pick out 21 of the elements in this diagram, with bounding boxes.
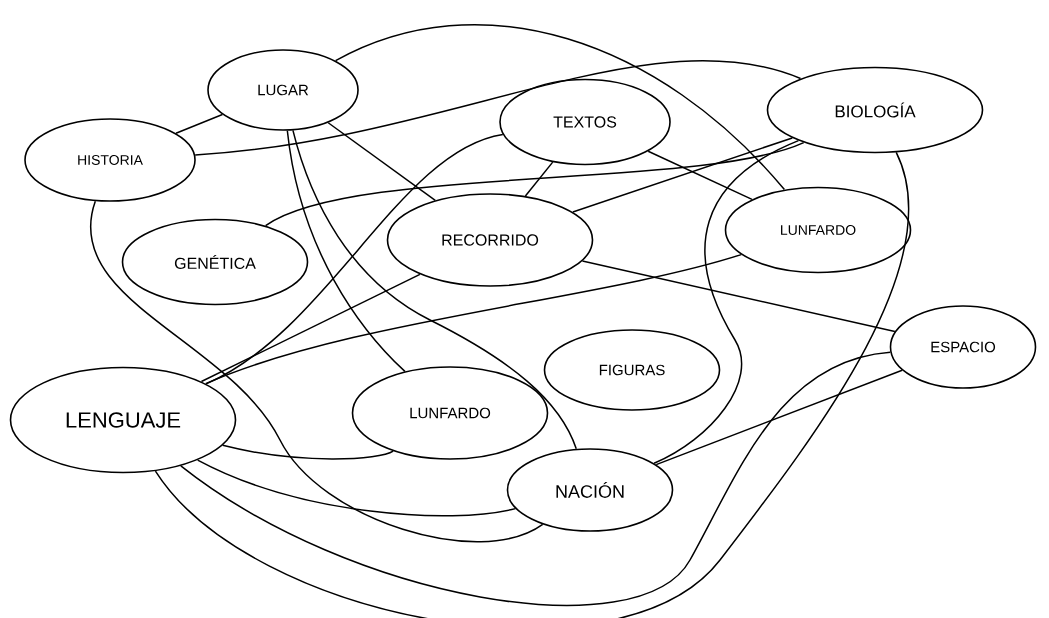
- connector-line: [154, 151, 910, 618]
- connector-line: [180, 351, 891, 607]
- connector-line: [175, 113, 224, 135]
- connector-line: [653, 139, 800, 465]
- connector-line: [524, 161, 554, 197]
- connector-line: [581, 260, 896, 333]
- connector-line: [292, 129, 577, 450]
- connector-line: [221, 444, 394, 460]
- connector-line: [196, 459, 517, 517]
- connector-line: [89, 200, 544, 543]
- connector-line: [286, 130, 406, 373]
- connector-line: [327, 122, 436, 202]
- connector-line: [334, 24, 786, 191]
- connector-line: [655, 369, 903, 466]
- connector-line: [200, 273, 421, 383]
- connector-line: [204, 253, 743, 385]
- connector-line: [194, 60, 802, 156]
- connector-line: [572, 137, 793, 213]
- connector-line: [264, 141, 805, 227]
- connector-line: [205, 133, 504, 385]
- connector-line: [647, 150, 753, 201]
